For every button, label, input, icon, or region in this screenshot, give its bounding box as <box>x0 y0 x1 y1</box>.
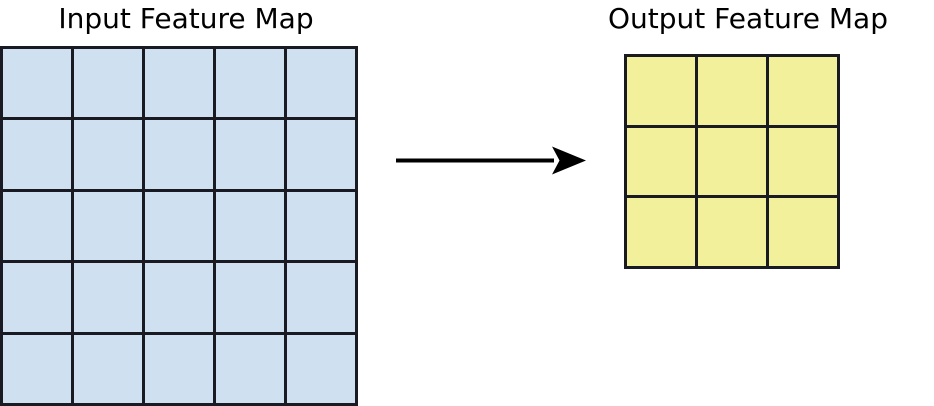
input-map-cell-r2-c1 <box>74 191 142 261</box>
output-map-cell-r0-c1 <box>698 57 766 125</box>
input-map-cell-r0-c0 <box>3 49 71 118</box>
input-map-cell-r2-c0 <box>3 191 71 261</box>
input-map-cell-r2-c2 <box>145 191 213 261</box>
output-map-cell-r0-c2 <box>769 57 837 125</box>
input-map-cell-r0-c4 <box>287 49 355 118</box>
input-map-cell-r0-c3 <box>216 49 284 118</box>
input-map-cell-r4-c0 <box>3 334 71 403</box>
input-map-cell-r4-c1 <box>74 334 142 403</box>
input-map-cell-r1-c3 <box>216 120 284 189</box>
input-map-cell-r0-c1 <box>74 49 142 118</box>
input-map-cell-r3-c1 <box>74 263 142 332</box>
output-map-cell-r2-c1 <box>698 198 766 266</box>
input-map-cell-r1-c0 <box>3 120 71 189</box>
input-map-cell-r2-c4 <box>287 191 355 261</box>
transform-arrow-icon <box>396 146 586 175</box>
input-map-cell-r1-c2 <box>145 120 213 189</box>
output-map-cell-r2-c0 <box>627 198 695 266</box>
input-map-cell-r2-c3 <box>216 191 284 261</box>
input-map-cell-r1-c1 <box>74 120 142 189</box>
input-map-cell-r4-c3 <box>216 334 284 403</box>
input-map-cell-r4-c2 <box>145 334 213 403</box>
output-feature-map-title: Output Feature Map <box>608 2 888 35</box>
input-map-cell-r3-c3 <box>216 263 284 332</box>
input-map-cell-r4-c4 <box>287 334 355 403</box>
output-map-cell-r1-c1 <box>698 127 766 196</box>
input-map-cell-r3-c2 <box>145 263 213 332</box>
output-map-cell-r1-c2 <box>769 127 837 196</box>
input-map-cell-r0-c2 <box>145 49 213 118</box>
input-feature-map-grid <box>0 46 358 406</box>
input-map-cell-r3-c4 <box>287 263 355 332</box>
arrow-shaft <box>396 158 554 163</box>
output-feature-map-grid <box>624 54 840 269</box>
input-map-cell-r1-c4 <box>287 120 355 189</box>
output-map-cell-r1-c0 <box>627 127 695 196</box>
output-map-cell-r2-c2 <box>769 198 837 266</box>
input-feature-map-title: Input Feature Map <box>58 2 314 35</box>
arrow-head <box>552 146 586 175</box>
input-map-cell-r3-c0 <box>3 263 71 332</box>
output-map-cell-r0-c0 <box>627 57 695 125</box>
